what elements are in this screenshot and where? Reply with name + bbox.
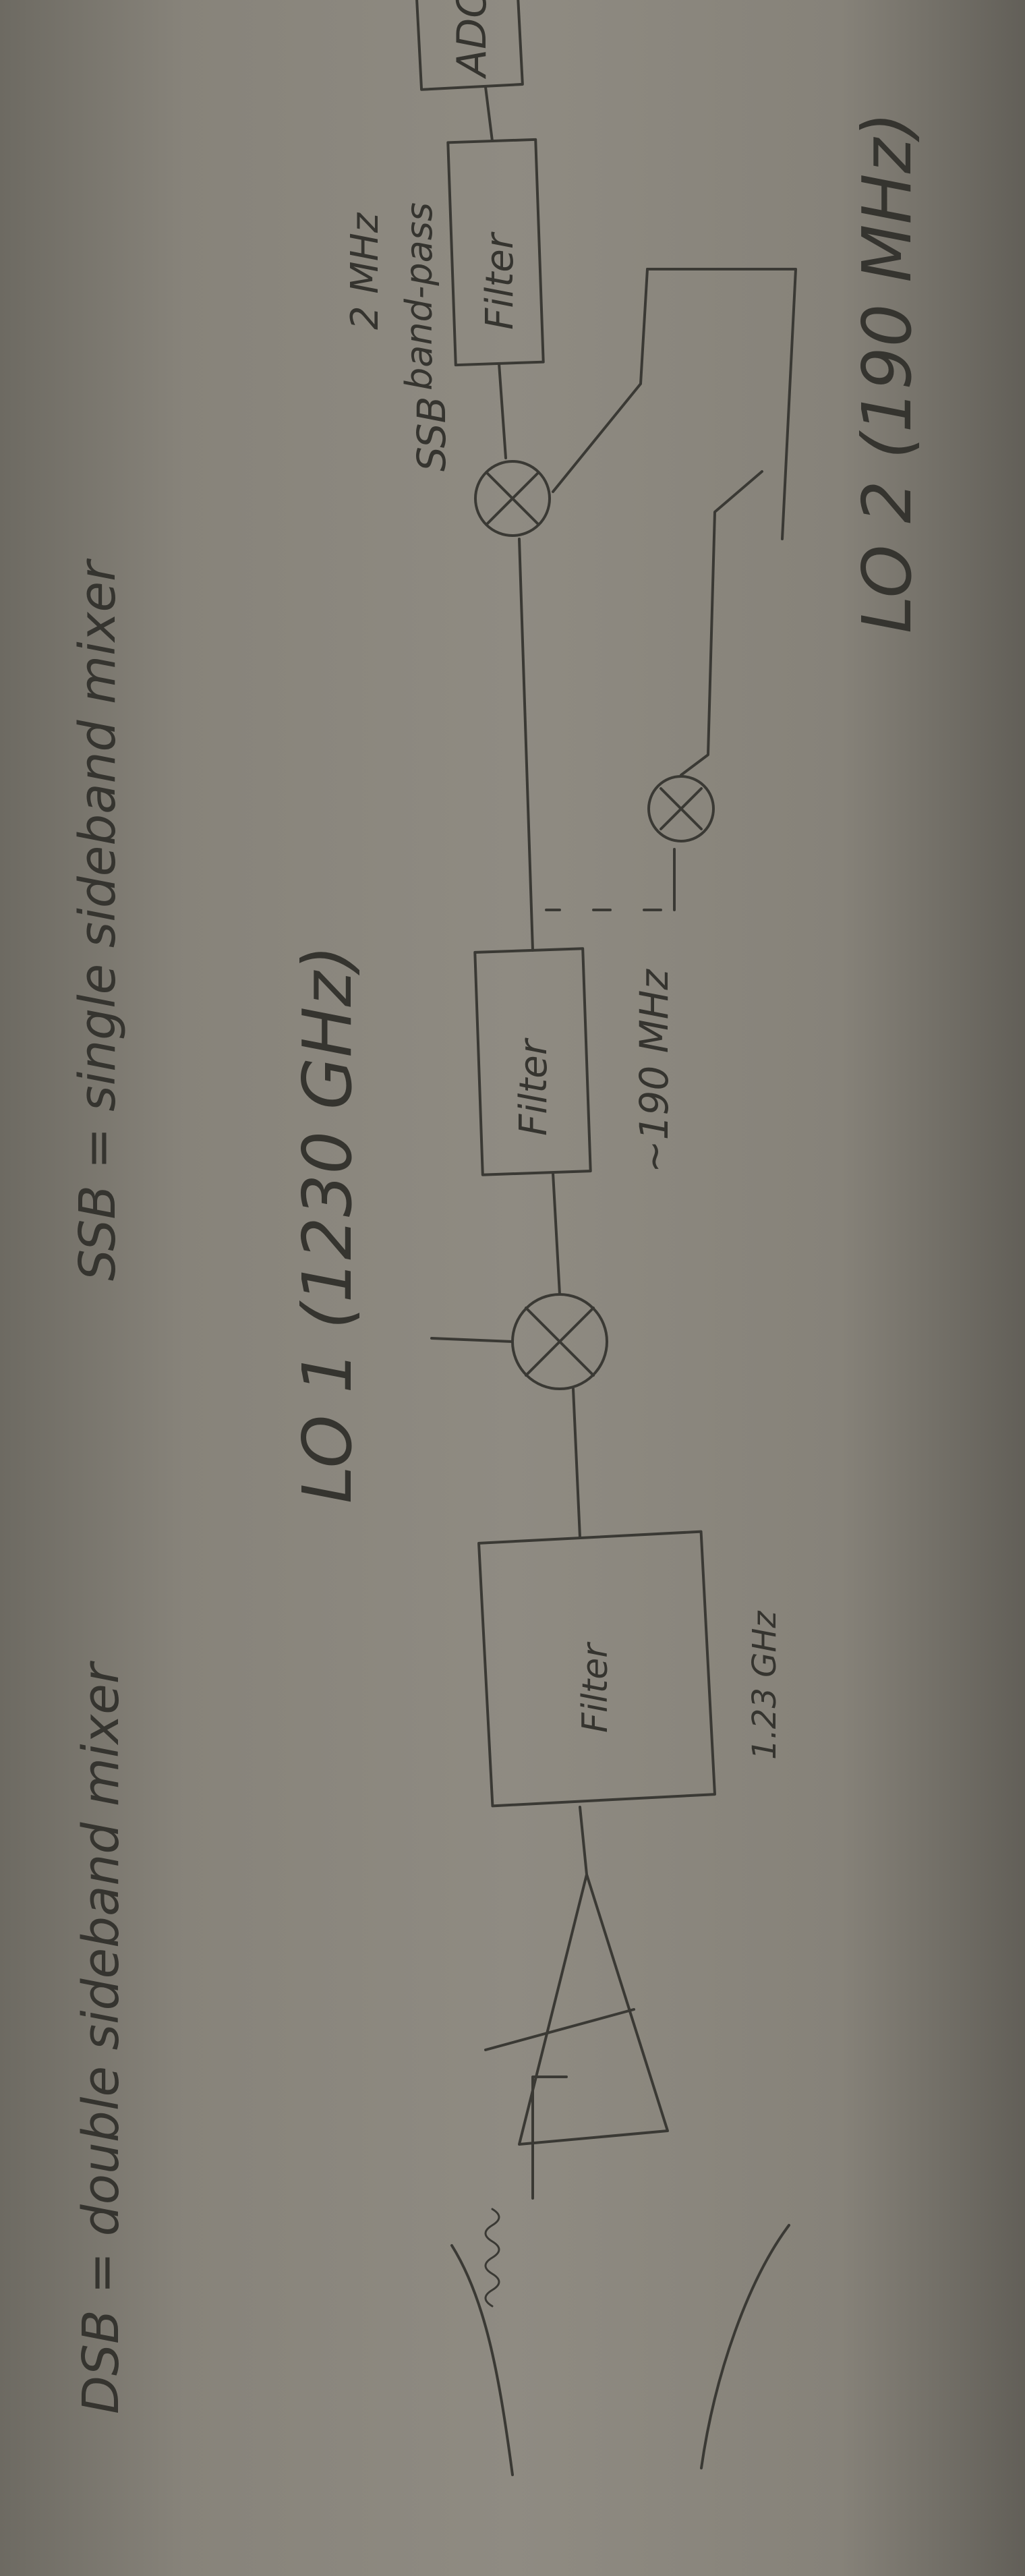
amplifier-icon bbox=[484, 1873, 669, 2200]
ssb-label: SSB bbox=[409, 397, 455, 471]
filter2-block: Filter bbox=[473, 947, 592, 1176]
filter3-label: Filter bbox=[478, 231, 522, 330]
wire-filter1-mixer1 bbox=[572, 1387, 581, 1539]
mixer3-icon bbox=[647, 775, 715, 842]
wire-mixer2-filter3 bbox=[498, 362, 507, 459]
adc-label: ADC bbox=[448, 0, 496, 80]
wire-filter2-mixer2 bbox=[518, 538, 534, 952]
ssb-legend: SSB = single sideband mixer bbox=[69, 558, 127, 1281]
filter2-frequency: ~190 MHz bbox=[631, 969, 677, 1173]
wire-mixer1-filter2 bbox=[552, 1172, 561, 1296]
filter1-block: Filter bbox=[477, 1530, 716, 1808]
mixer2-icon bbox=[474, 460, 551, 537]
lo2-label: LO 2 (190 MHz) bbox=[848, 112, 927, 633]
wire-filter3-adc bbox=[484, 86, 494, 142]
adc-block: ADC bbox=[413, 0, 524, 91]
lo2-bus bbox=[646, 268, 797, 540]
wire-amp-filter1 bbox=[579, 1806, 588, 1876]
lo2-feed-mixer2 bbox=[552, 268, 649, 493]
filter2-label: Filter bbox=[512, 1037, 556, 1136]
horn-antenna-icon bbox=[450, 2208, 790, 2476]
bandpass-label: band-pass bbox=[398, 202, 440, 391]
mixer1-icon bbox=[430, 1293, 608, 1390]
filter1-label: Filter bbox=[575, 1641, 616, 1733]
filter3-block: Filter bbox=[446, 138, 545, 367]
filter1-frequency: 1.23 GHz bbox=[746, 1610, 784, 1760]
bandpass-bandwidth: 2 MHz bbox=[343, 212, 387, 330]
dsb-legend: DSB = double sideband mixer bbox=[72, 1660, 130, 2414]
lo1-label: LO 1 (1230 GHz) bbox=[288, 945, 367, 1504]
lo2-feed-mixer3 bbox=[680, 470, 763, 776]
